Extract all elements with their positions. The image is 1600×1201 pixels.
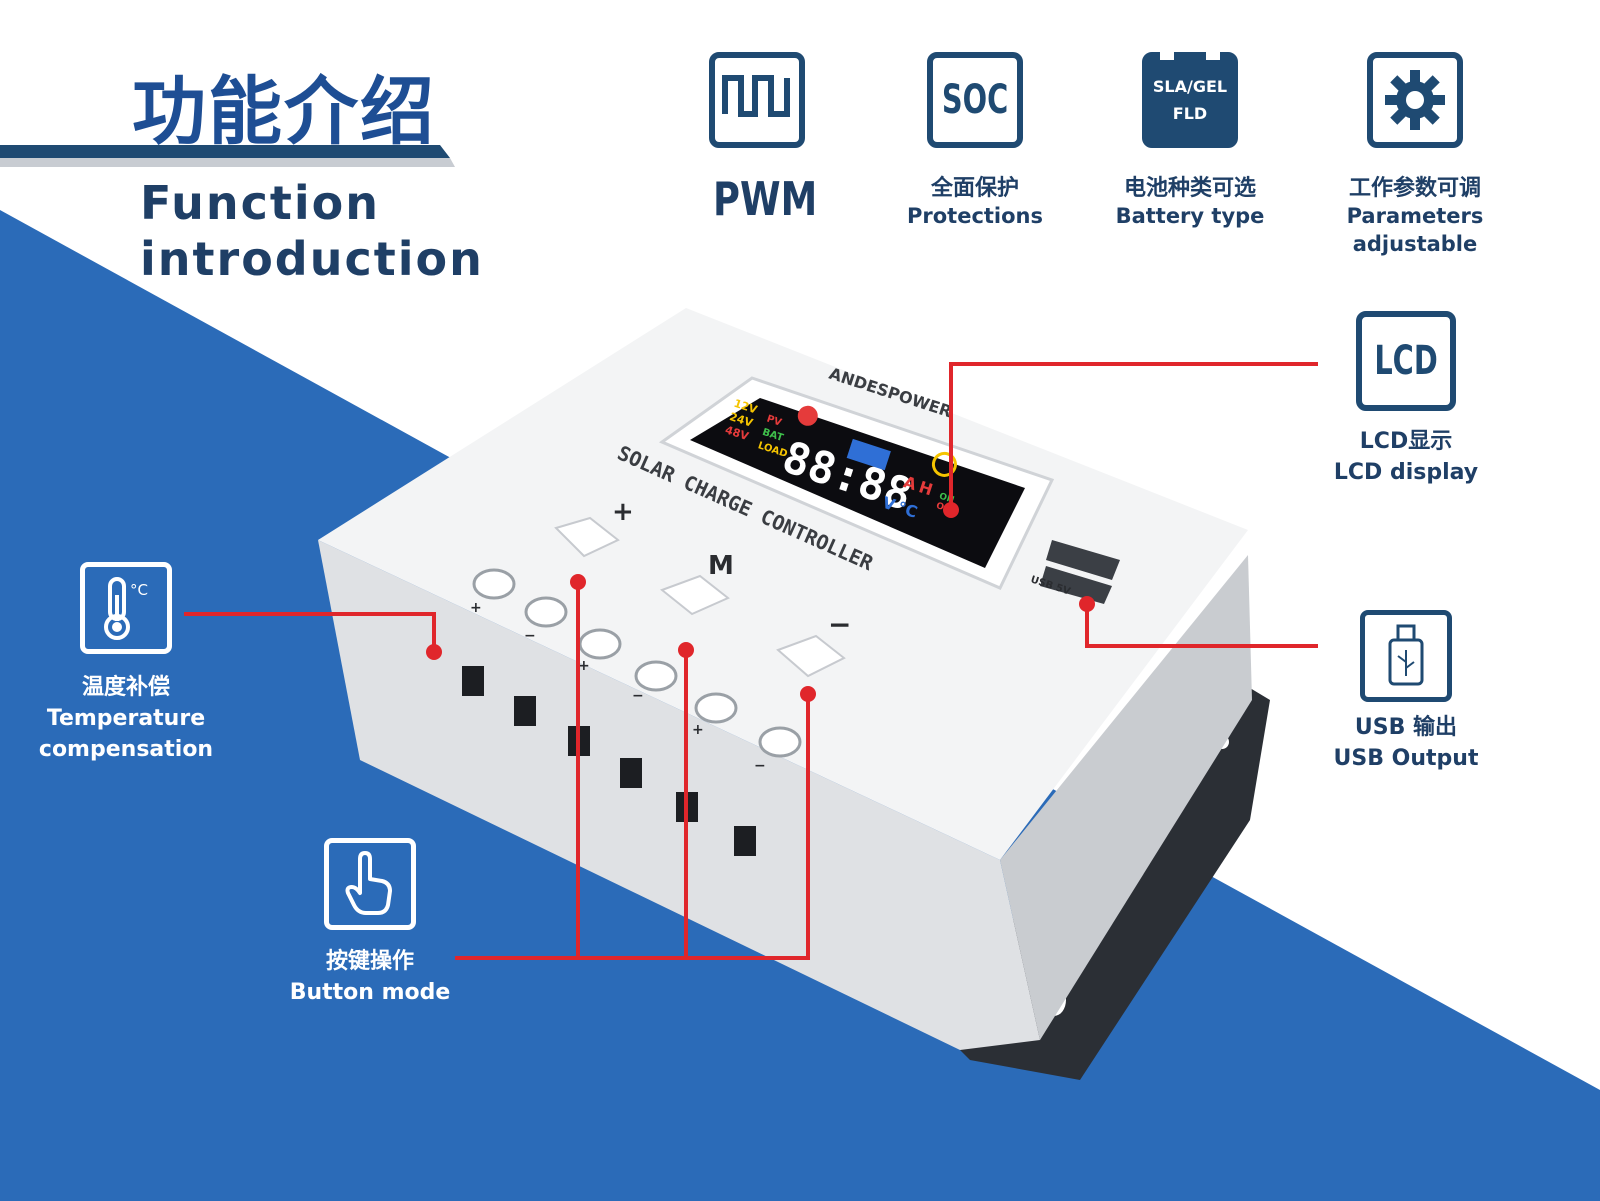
- callout-temperature-en-1: Temperature: [46, 706, 206, 731]
- device-top-face: [318, 308, 1248, 860]
- usb-port-2: [1040, 566, 1112, 604]
- callout-lcd-en: LCD display: [1333, 460, 1479, 485]
- lcd-screen: [690, 398, 1025, 568]
- feature-battery-cn: 电池种类可选: [1123, 176, 1256, 201]
- feature-battery-type: SLA/GEL FLD 电池种类可选 Battery type: [1110, 52, 1270, 230]
- callout-lcd-cn: LCD显示: [1359, 429, 1453, 454]
- page-title-en-line1: Function: [140, 176, 381, 230]
- button-m-label: M: [708, 551, 734, 581]
- feature-parameters-en-1: Parameters: [1346, 204, 1484, 228]
- feature-parameters: 工作参数可调 Parameters adjustable: [1330, 52, 1500, 258]
- temperature-callout-line: [184, 612, 436, 650]
- lcd-icon-text: LCD: [1374, 338, 1438, 384]
- soc-icon: SOC: [927, 52, 1023, 148]
- terminal-sign-5: +: [692, 722, 704, 738]
- button-plus: [554, 516, 620, 558]
- button-plus-label: +: [612, 497, 634, 527]
- lcd-unit-h: H: [917, 477, 936, 499]
- feature-parameters-en-2: adjustable: [1352, 232, 1478, 256]
- terminal-sign-4: −: [632, 688, 644, 704]
- thermometer-icon: °C: [80, 562, 172, 654]
- callout-usb-en: USB Output: [1333, 746, 1479, 771]
- button-callout-line: [455, 694, 810, 960]
- button-minus-label: −: [828, 608, 851, 641]
- usb-stick-icon: [1360, 610, 1452, 702]
- button-minus: [776, 634, 846, 678]
- battery-icon: SLA/GEL FLD: [1142, 52, 1238, 148]
- callout-button-en: Button mode: [289, 980, 451, 1005]
- usb-callout-line: [1085, 606, 1318, 648]
- lcd-label-pv: PV: [765, 414, 783, 429]
- device-right-face: [1000, 555, 1252, 1040]
- hand-pointer-icon: [324, 838, 416, 930]
- callout-temperature-cn: 温度补偿: [81, 675, 170, 700]
- pwm-wave-icon: [709, 52, 805, 148]
- terminal-sign-2: −: [524, 628, 536, 644]
- thermometer-icon-text: °C: [130, 581, 148, 599]
- feature-pwm-label: PWM: [713, 172, 818, 226]
- battery-icon-text-2: FLD: [1172, 104, 1208, 123]
- lcd-icon: LCD: [1356, 311, 1456, 411]
- terminal-sign-6: −: [754, 758, 766, 774]
- feature-battery-en: Battery type: [1115, 204, 1265, 228]
- usb-port-1: [1046, 540, 1120, 580]
- callout-usb-label: USB 输出 USB Output: [1306, 712, 1506, 774]
- feature-parameters-cn: 工作参数可调: [1348, 176, 1481, 201]
- battery-icon-text-1: SLA/GEL: [1152, 77, 1228, 96]
- soc-icon-text: SOC: [941, 77, 1009, 123]
- callout-button-label: 按键操作 Button mode: [270, 946, 470, 1008]
- page-title-en-line2: introduction: [140, 232, 484, 286]
- terminal-sign-3: +: [578, 658, 590, 674]
- callout-lcd-label: LCD显示 LCD display: [1306, 426, 1506, 488]
- gear-icon: [1367, 52, 1463, 148]
- feature-protections-en: Protections: [906, 204, 1044, 228]
- feature-protections-cn: 全面保护: [930, 176, 1019, 201]
- page-title-en: Function introduction: [140, 175, 484, 287]
- feature-protections: SOC 全面保护 Protections: [900, 52, 1050, 230]
- terminal-sign-1: +: [470, 600, 482, 616]
- callout-usb-cn: USB 输出: [1354, 715, 1458, 740]
- callout-button-cn: 按键操作: [325, 949, 414, 974]
- callout-temperature-en-2: compensation: [38, 737, 214, 762]
- lcd-callout-line: [949, 362, 1318, 508]
- callout-lcd: LCD: [1356, 311, 1456, 411]
- button-m: [659, 574, 730, 616]
- page-title-cn: 功能介绍: [132, 69, 436, 155]
- feature-pwm: PWM: [702, 52, 818, 226]
- callout-temperature-label: 温度补偿 Temperature compensation: [26, 672, 226, 765]
